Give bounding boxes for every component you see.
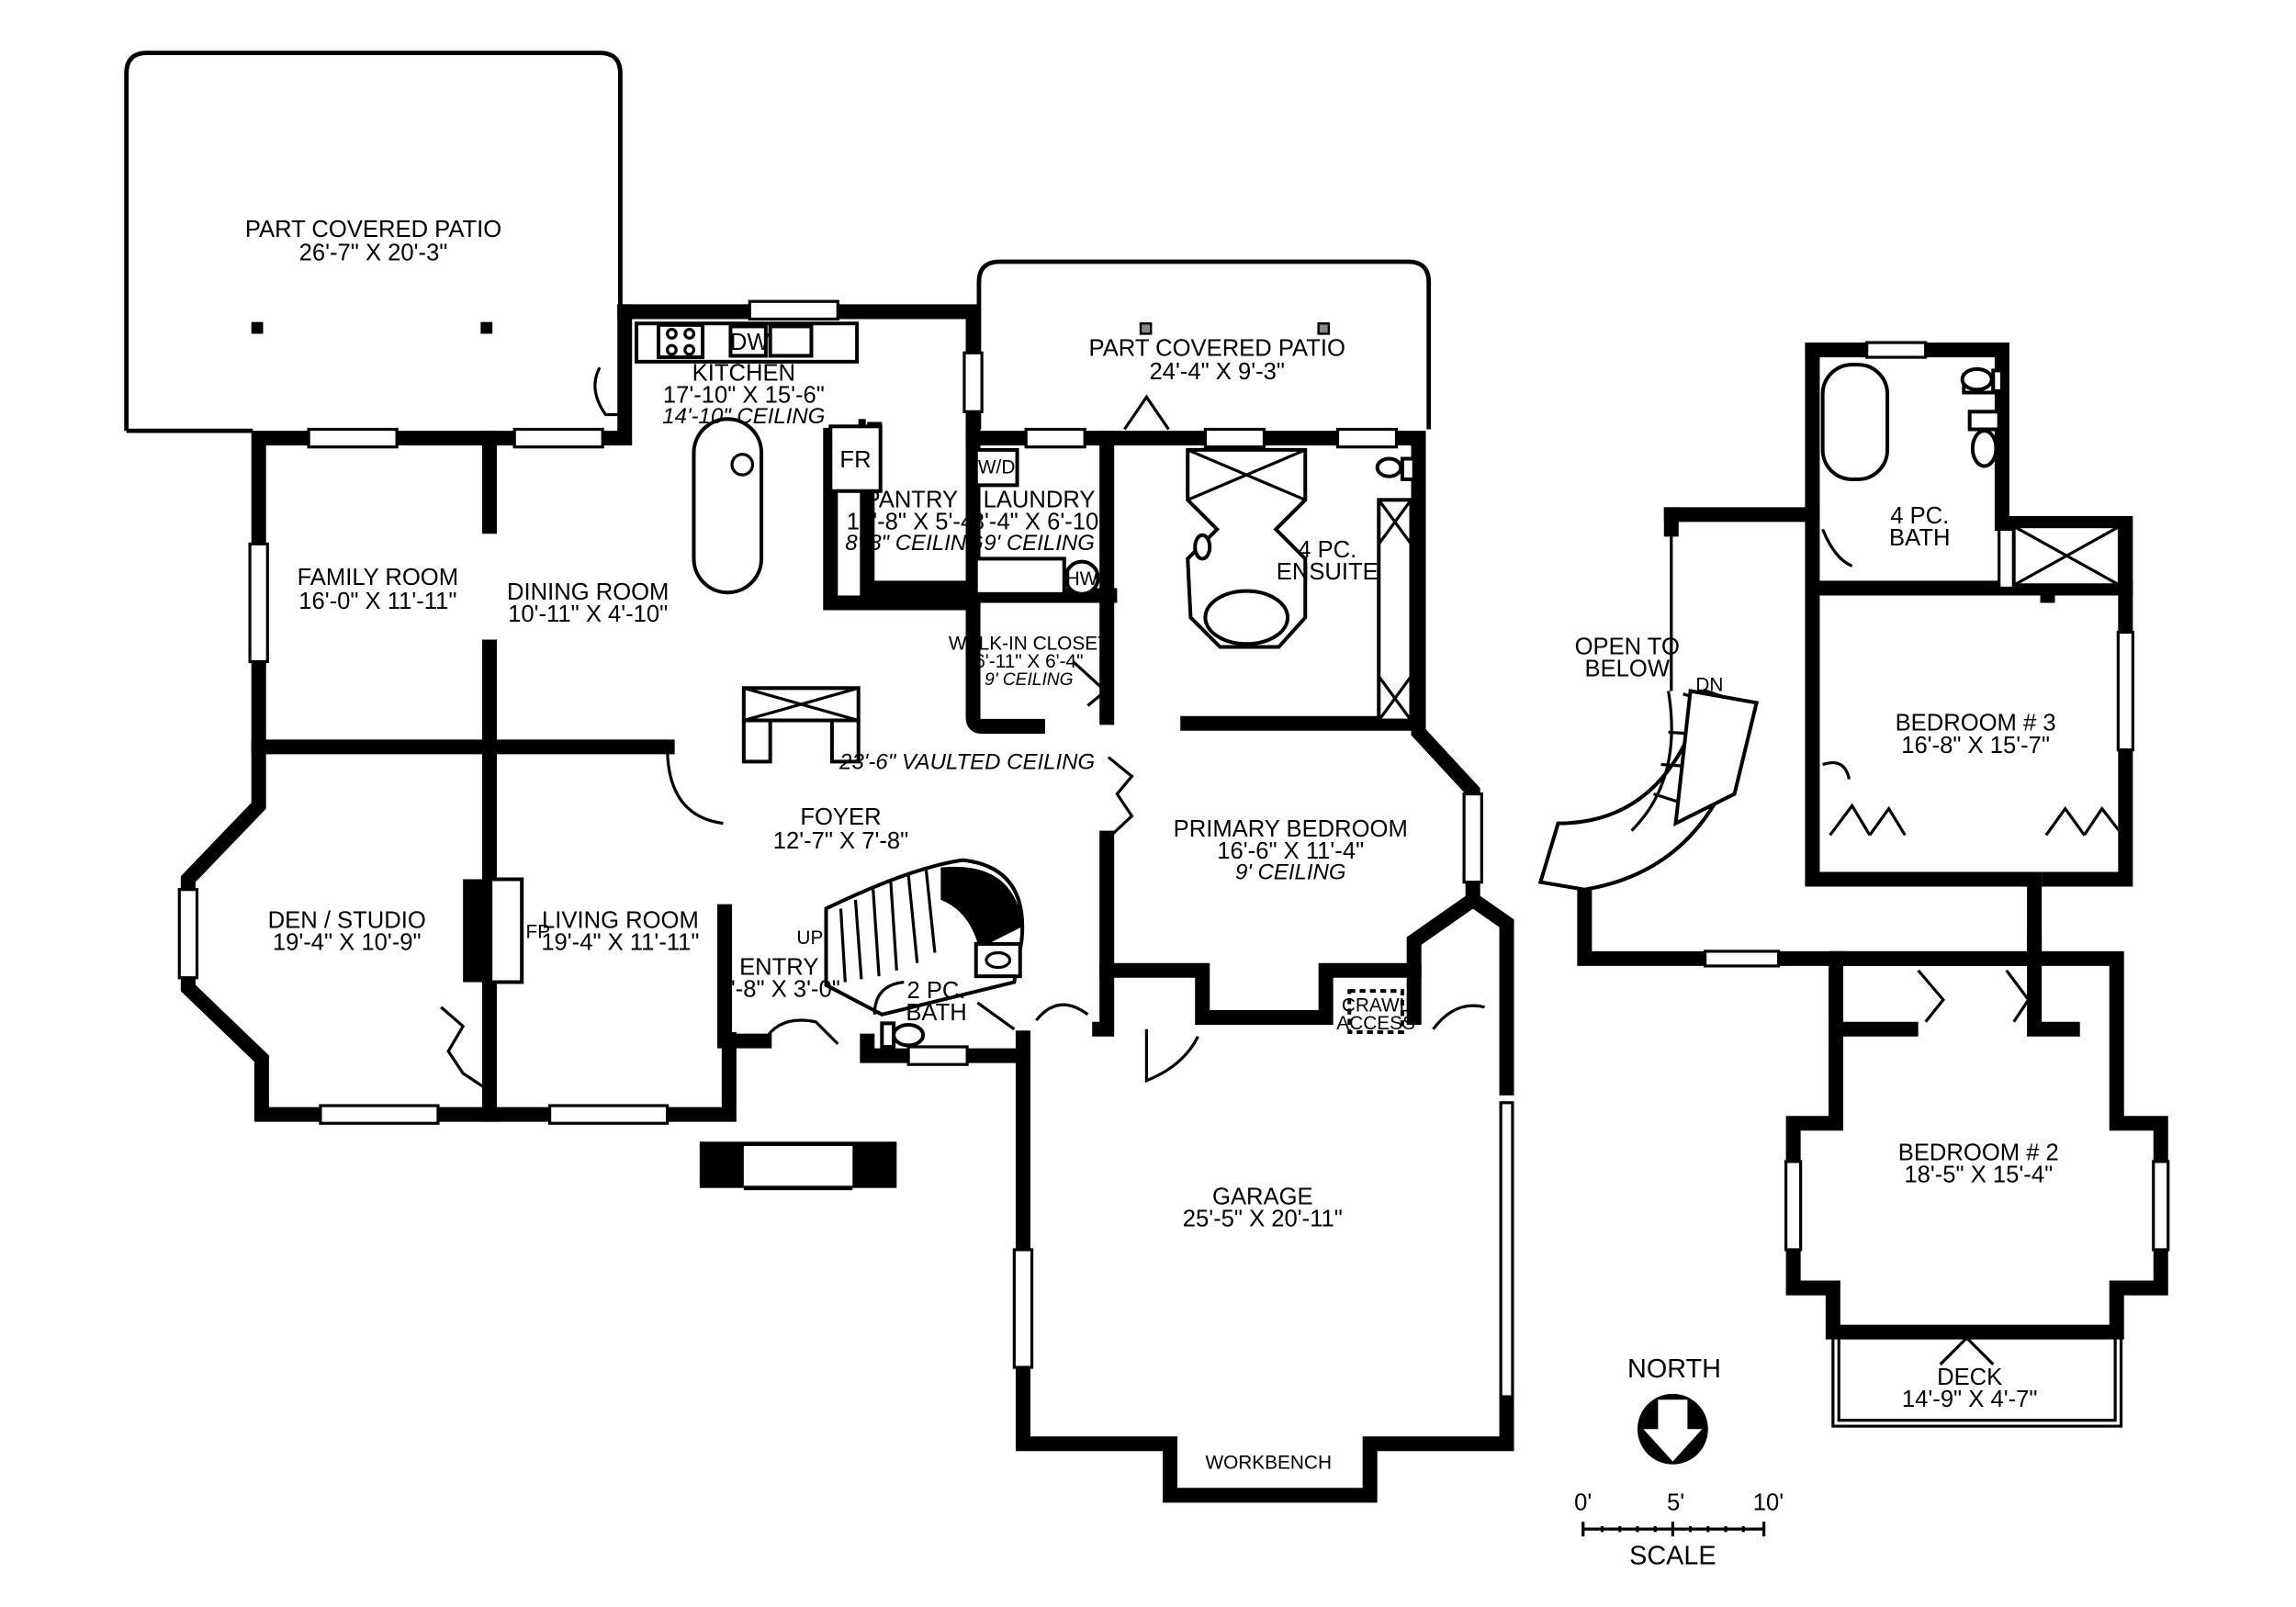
ensuite-name-1: 4 PC.: [1298, 537, 1356, 563]
doors-main: [440, 366, 1485, 1090]
bath2-name-2: BATH: [906, 1000, 966, 1026]
crawl-label-1: CRAWL: [1342, 995, 1410, 1017]
family-dims: 16'-0" X 11'-11": [298, 589, 456, 614]
curved-stair: [824, 858, 1025, 1017]
patio-right: [976, 259, 1432, 430]
garage-name: GARAGE: [1212, 1184, 1313, 1209]
laundry-dims: 8'-4" X 6'-10": [972, 509, 1108, 534]
patio-left-dims: 26'-7" X 20'-3": [299, 240, 448, 265]
pantry-ceiling: 8'-8" CEILING: [845, 531, 983, 556]
north-arrow: [1637, 1393, 1708, 1465]
bedroom2-dims: 18'-5" X 15'-4": [1904, 1162, 2053, 1187]
den-dims: 19'-4" X 10'-9": [273, 929, 422, 955]
porch: [699, 1141, 897, 1191]
deck: [1831, 1337, 2123, 1428]
laundry-ceiling: 9' CEILING: [984, 531, 1095, 556]
crawl-label-2: ACCESS: [1336, 1013, 1415, 1034]
kitchen-ceiling: 14'-10" CEILING: [662, 404, 825, 429]
hot-water-label: HW: [1066, 568, 1098, 590]
ensuite-fixtures: [1186, 447, 1416, 723]
laundry-name: LAUNDRY: [984, 487, 1096, 512]
scale-tick-0: 0': [1574, 1489, 1592, 1515]
kitchen-fixtures: [635, 321, 883, 595]
stair-up-label: UP: [796, 927, 823, 949]
bath4-name-2: BATH: [1889, 525, 1950, 551]
scale-tick-5: 5': [1667, 1489, 1684, 1515]
deck-dims: 14'-9" X 4'-7": [1902, 1387, 2038, 1412]
entry-name: ENTRY: [739, 955, 818, 981]
family-name: FAMILY ROOM: [298, 565, 458, 590]
bedroom2-name: BEDROOM # 2: [1898, 1140, 2059, 1165]
deck-name: DECK: [1937, 1365, 2002, 1390]
walkin-name: WALK-IN CLOSET: [949, 634, 1109, 655]
fridge-label: FR: [839, 447, 871, 473]
foyer-dims: 12'-7" X 7'-8": [773, 828, 909, 854]
foyer-ceiling: 23'-6" VAULTED CEILING: [838, 749, 1095, 774]
foyer-features: [666, 686, 1134, 839]
pantry-name: PANTRY: [865, 487, 958, 512]
bath4-fixtures: [1820, 363, 2122, 588]
fixture-labels: DW FR W/D HW FP UP DN CRAWL ACCESS WORKB…: [526, 330, 1724, 1473]
open-below-label-1: OPEN TO: [1575, 634, 1680, 659]
patio-left-name: PART COVERED PATIO: [245, 217, 501, 242]
north-label: NORTH: [1627, 1354, 1721, 1384]
workbench-label: WORKBENCH: [1206, 1452, 1332, 1473]
washer-dryer-label: W/D: [978, 457, 1015, 478]
laundry-fixtures: [974, 447, 1100, 596]
bedroom3-dims: 16'-8" X 15'-7": [1901, 733, 2050, 759]
ensuite-name-2: ENSUITE: [1277, 559, 1379, 585]
upper-doors: [1822, 760, 2124, 1365]
upper-stair: [1537, 688, 1760, 892]
bedroom3-name: BEDROOM # 3: [1896, 711, 2056, 736]
scale-title: SCALE: [1629, 1542, 1716, 1571]
primary-name: PRIMARY BEDROOM: [1174, 816, 1408, 842]
den-name: DEN / STUDIO: [268, 907, 426, 933]
windows: [177, 299, 1514, 1399]
entry-dims: 7'-8" X 3'-0": [718, 977, 840, 1003]
scale-tick-10: 10': [1753, 1489, 1784, 1515]
living-dims: 19'-4" X 11'-11": [541, 929, 699, 955]
room-labels: PART COVERED PATIO 26'-7" X 20'-3" PART …: [245, 217, 2059, 1412]
dining-dims: 10'-11" X 4'-10": [508, 601, 668, 627]
open-below-label-2: BELOW: [1585, 657, 1671, 682]
scale-bar: [1581, 1522, 1766, 1537]
garage-dims: 25'-5" X 20'-11": [1183, 1206, 1343, 1231]
stair-down-label: DN: [1695, 675, 1723, 696]
pantry-dims: 13'-8" X 5'-4": [847, 509, 983, 534]
dining-name: DINING ROOM: [507, 579, 669, 605]
foyer-name: FOYER: [800, 804, 881, 830]
fireplace: [463, 877, 524, 984]
kitchen-dims: 17'-10" X 15'-6": [663, 383, 825, 409]
living-name: LIVING ROOM: [542, 907, 699, 933]
primary-dims: 16'-6" X 11'-4": [1217, 838, 1364, 864]
walkin-ceiling: 9' CEILING: [985, 670, 1073, 690]
dishwasher-label: DW: [730, 330, 770, 355]
bath2-name-1: 2 PC.: [907, 978, 966, 1004]
legend-text: NORTH 0' 5' 10' SCALE: [1574, 1354, 1784, 1570]
patio-right-name: PART COVERED PATIO: [1089, 335, 1345, 361]
fireplace-label: FP: [526, 921, 551, 942]
bath4-name-1: 4 PC.: [1890, 503, 1949, 529]
primary-ceiling: 9' CEILING: [1235, 860, 1346, 884]
kitchen-name: KITCHEN: [692, 361, 795, 387]
patio-right-dims: 24'-4" X 9'-3": [1149, 359, 1285, 385]
bath2-fixtures: [880, 1021, 926, 1049]
upper-windows: [1703, 341, 2170, 1252]
patio-left: [124, 51, 623, 433]
walkin-dims: 6'-11" X 6'-4": [974, 651, 1083, 672]
